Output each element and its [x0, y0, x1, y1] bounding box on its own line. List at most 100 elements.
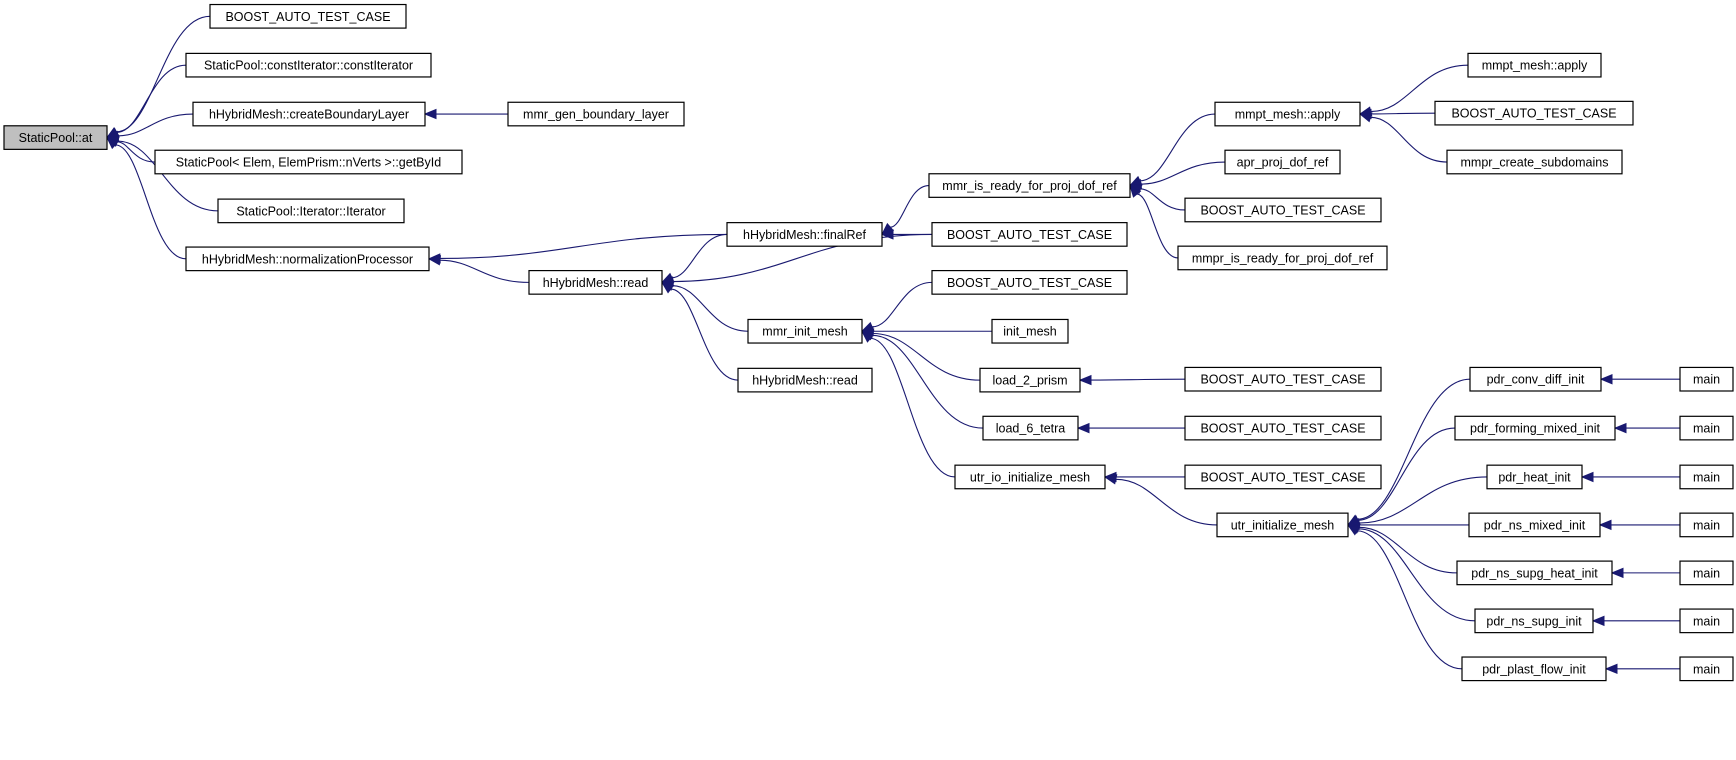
node-box — [1224, 149, 1341, 175]
function-node[interactable]: main — [1679, 560, 1734, 586]
edge-arrowhead — [423, 108, 437, 120]
edge-arrowhead — [1078, 374, 1092, 386]
node-box — [185, 52, 432, 78]
function-node[interactable]: pdr_forming_mixed_init — [1454, 415, 1616, 441]
node-label: BOOST_AUTO_TEST_CASE — [947, 228, 1112, 242]
function-node[interactable]: load_2_prism — [979, 367, 1081, 393]
function-node[interactable]: pdr_conv_diff_init — [1469, 366, 1602, 392]
function-node[interactable]: mmr_init_mesh — [747, 318, 863, 344]
function-node[interactable]: BOOST_AUTO_TEST_CASE — [1434, 100, 1634, 126]
node-layer: StaticPool::atBOOST_AUTO_TEST_CASEStatic… — [3, 3, 1734, 682]
function-node[interactable]: utr_io_initialize_mesh — [954, 464, 1106, 490]
function-node[interactable]: BOOST_AUTO_TEST_CASE — [1184, 197, 1382, 223]
node-box — [217, 198, 405, 224]
edge-n12-to-n9 — [881, 184, 930, 236]
node-box — [1177, 245, 1388, 271]
function-node[interactable]: mmpt_mesh::apply — [1467, 52, 1602, 78]
edge-arrowhead — [427, 255, 442, 266]
function-node[interactable]: StaticPool::constIterator::constIterator — [185, 52, 432, 78]
edge-n36-to-n26 — [1346, 524, 1463, 670]
function-node[interactable]: hHybridMesh::read — [737, 367, 873, 393]
function-node[interactable]: BOOST_AUTO_TEST_CASE — [1184, 464, 1382, 490]
edge-n13-to-n9 — [880, 229, 932, 240]
function-node[interactable]: mmpr_is_ready_for_proj_dof_ref — [1177, 245, 1388, 271]
function-node[interactable]: main — [1679, 512, 1734, 538]
function-node[interactable]: pdr_ns_supg_init — [1474, 608, 1594, 634]
node-box — [154, 149, 463, 175]
function-node[interactable]: hHybridMesh::read — [528, 269, 663, 295]
function-node[interactable]: pdr_heat_init — [1486, 464, 1583, 490]
edge-n42-to-n35 — [1591, 615, 1681, 627]
edge-line — [1136, 193, 1179, 259]
edge-arrowhead — [1613, 422, 1627, 434]
function-node[interactable]: BOOST_AUTO_TEST_CASE — [209, 3, 407, 29]
function-node[interactable]: main — [1679, 656, 1734, 682]
function-node[interactable]: BOOST_AUTO_TEST_CASE — [1184, 366, 1382, 392]
edge-n7-to-n3 — [423, 108, 508, 120]
function-node[interactable]: BOOST_AUTO_TEST_CASE — [931, 222, 1128, 247]
function-node[interactable]: main — [1679, 366, 1734, 392]
function-node[interactable]: init_mesh — [991, 318, 1069, 344]
node-box — [1679, 366, 1734, 392]
node-label: BOOST_AUTO_TEST_CASE — [1200, 470, 1365, 484]
function-node[interactable]: load_6_tetra — [982, 415, 1079, 441]
root-node[interactable]: StaticPool::at — [3, 125, 108, 150]
node-box — [1468, 512, 1601, 538]
edge-line — [116, 64, 187, 133]
edge-line — [1140, 188, 1186, 211]
node-box — [1679, 415, 1734, 441]
node-box — [1679, 512, 1734, 538]
node-label: BOOST_AUTO_TEST_CASE — [1200, 203, 1365, 217]
function-node[interactable]: pdr_ns_mixed_init — [1468, 512, 1601, 538]
function-node[interactable]: mmr_gen_boundary_layer — [507, 101, 685, 127]
function-node[interactable]: main — [1679, 464, 1734, 490]
node-label: mmpt_mesh::apply — [1482, 59, 1588, 73]
function-node[interactable]: utr_initialize_mesh — [1216, 512, 1349, 538]
function-node[interactable]: hHybridMesh::normalizationProcessor — [185, 246, 430, 272]
node-box — [931, 269, 1128, 295]
node-label: pdr_ns_mixed_init — [1484, 518, 1586, 532]
node-label: mmr_gen_boundary_layer — [523, 108, 669, 122]
edge-line — [872, 281, 933, 328]
function-node[interactable]: main — [1679, 608, 1734, 634]
function-node[interactable]: pdr_ns_supg_heat_init — [1456, 560, 1613, 586]
edge-line — [1358, 528, 1476, 622]
function-node[interactable]: BOOST_AUTO_TEST_CASE — [931, 269, 1128, 295]
node-box — [1434, 100, 1634, 126]
node-label: StaticPool< Elem, ElemPrism::nVerts >::g… — [176, 156, 441, 170]
node-label: main — [1693, 422, 1720, 436]
edge-arrowhead — [1076, 422, 1090, 434]
edge-line — [1115, 478, 1218, 526]
function-node[interactable]: mmr_is_ready_for_proj_dof_ref — [928, 173, 1131, 198]
function-node[interactable]: StaticPool::Iterator::Iterator — [217, 198, 405, 224]
function-node[interactable]: StaticPool< Elem, ElemPrism::nVerts >::g… — [154, 149, 463, 175]
node-label: hHybridMesh::read — [752, 374, 858, 388]
node-label: hHybridMesh::finalRef — [743, 228, 866, 242]
edge-n24-to-n17 — [1076, 422, 1185, 434]
node-box — [1461, 656, 1607, 682]
edge-arrowhead — [1598, 519, 1612, 531]
node-label: main — [1693, 518, 1720, 532]
function-node[interactable]: main — [1679, 415, 1734, 441]
node-label: main — [1693, 614, 1720, 628]
edge-line — [1370, 64, 1469, 113]
edge-n43-to-n36 — [1604, 663, 1681, 675]
function-node[interactable]: BOOST_AUTO_TEST_CASE — [1184, 415, 1382, 441]
function-node[interactable]: apr_proj_dof_ref — [1224, 149, 1341, 175]
node-box — [954, 464, 1106, 490]
edge-layer — [105, 15, 1681, 675]
edge-line — [1090, 378, 1186, 381]
function-node[interactable]: mmpt_mesh::apply — [1214, 101, 1361, 127]
edge-line — [1357, 530, 1463, 670]
function-node[interactable]: mmpr_create_subdomains — [1446, 149, 1623, 175]
node-box — [192, 101, 426, 127]
function-node[interactable]: hHybridMesh::createBoundaryLayer — [192, 101, 426, 127]
node-label: hHybridMesh::normalizationProcessor — [202, 252, 413, 266]
node-box — [747, 318, 863, 344]
edge-n37-to-n30 — [1599, 373, 1680, 385]
node-box — [1446, 149, 1623, 175]
function-node[interactable]: pdr_plast_flow_init — [1461, 656, 1607, 682]
edge-n6-to-n0 — [106, 136, 187, 260]
function-node[interactable]: hHybridMesh::finalRef — [726, 222, 883, 247]
